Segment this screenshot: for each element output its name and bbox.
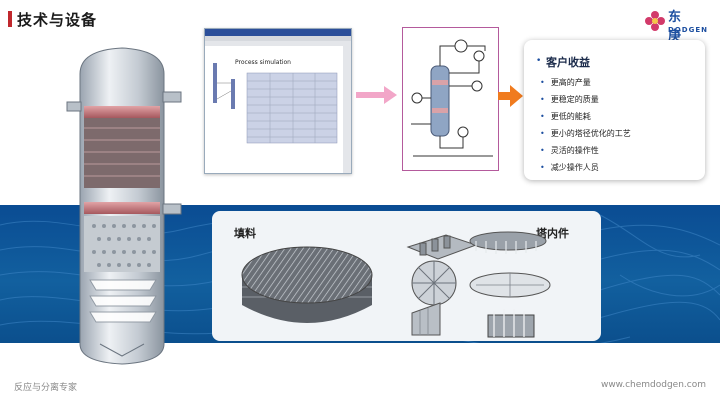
distributor-image — [406, 234, 478, 260]
pink-arrow-icon — [356, 86, 397, 104]
internals-label: 塔内件 — [536, 227, 569, 240]
benefit-item: • 更低的能耗 — [540, 111, 591, 122]
vane-inlet-image — [487, 309, 535, 338]
bullet-icon: • — [540, 95, 545, 104]
benefit-item: • 更稳定的质量 — [540, 94, 599, 105]
benefit-item: • 减少操作人员 — [540, 162, 599, 173]
footer-website-link[interactable]: www.chemdodgen.com — [600, 380, 706, 390]
flower-logo-icon — [645, 11, 665, 31]
benefits-title: 客户收益 — [546, 56, 590, 69]
collector-image — [469, 231, 547, 254]
bullet-icon: • — [540, 112, 545, 121]
simulation-window-chrome — [205, 29, 351, 173]
bullet-icon: • — [540, 129, 545, 138]
benefit-label: 减少操作人员 — [550, 163, 599, 172]
bullet-icon: • — [540, 146, 545, 155]
column-internals-images — [406, 231, 551, 338]
company-logo: 东 庚 DODGEN — [644, 6, 708, 44]
benefits-card: • 客户收益 • 更高的产量 • 更稳定的质量 • 更低的能耗 • 更小的塔径优化的工艺… — [524, 40, 705, 180]
title-accent-bar — [8, 11, 12, 27]
footer-slogan: 反应与分离专家 — [14, 383, 78, 393]
process-flow-diagram — [402, 27, 499, 171]
benefit-label: 更高的产量 — [550, 78, 591, 87]
benefit-label: 更低的能耗 — [550, 112, 591, 121]
benefit-item: • 灵活的操作性 — [540, 145, 599, 156]
bullet-icon: • — [540, 163, 545, 172]
benefit-item: • 更高的产量 — [540, 77, 591, 88]
equipment-panel: 填料 塔内件 — [212, 211, 601, 341]
feed-pipe-image — [411, 302, 441, 336]
simulation-screenshot: Process simulation — [204, 28, 352, 174]
benefits-title-bullet: • — [536, 56, 542, 66]
support-grid-image — [411, 260, 457, 306]
bullet-icon: • — [540, 78, 545, 87]
page-title: 技术与设备 — [17, 11, 98, 29]
benefit-item: • 更小的塔径优化的工艺 — [540, 128, 631, 139]
orange-arrow-icon — [498, 85, 523, 107]
structured-packing-image — [241, 246, 373, 323]
benefit-label: 更稳定的质量 — [550, 95, 599, 104]
pfd-drawing — [411, 39, 493, 157]
packing-label: 填料 — [234, 227, 256, 240]
logo-name-cn: 东 庚 — [668, 10, 687, 44]
benefit-label: 更小的塔径优化的工艺 — [550, 129, 631, 138]
simulation-title: Process simulation — [235, 59, 291, 66]
bed-limiter-image — [469, 272, 551, 298]
benefit-label: 灵活的操作性 — [550, 146, 599, 155]
distillation-column — [66, 47, 182, 365]
logo-name-en: DODGEN — [668, 26, 708, 34]
